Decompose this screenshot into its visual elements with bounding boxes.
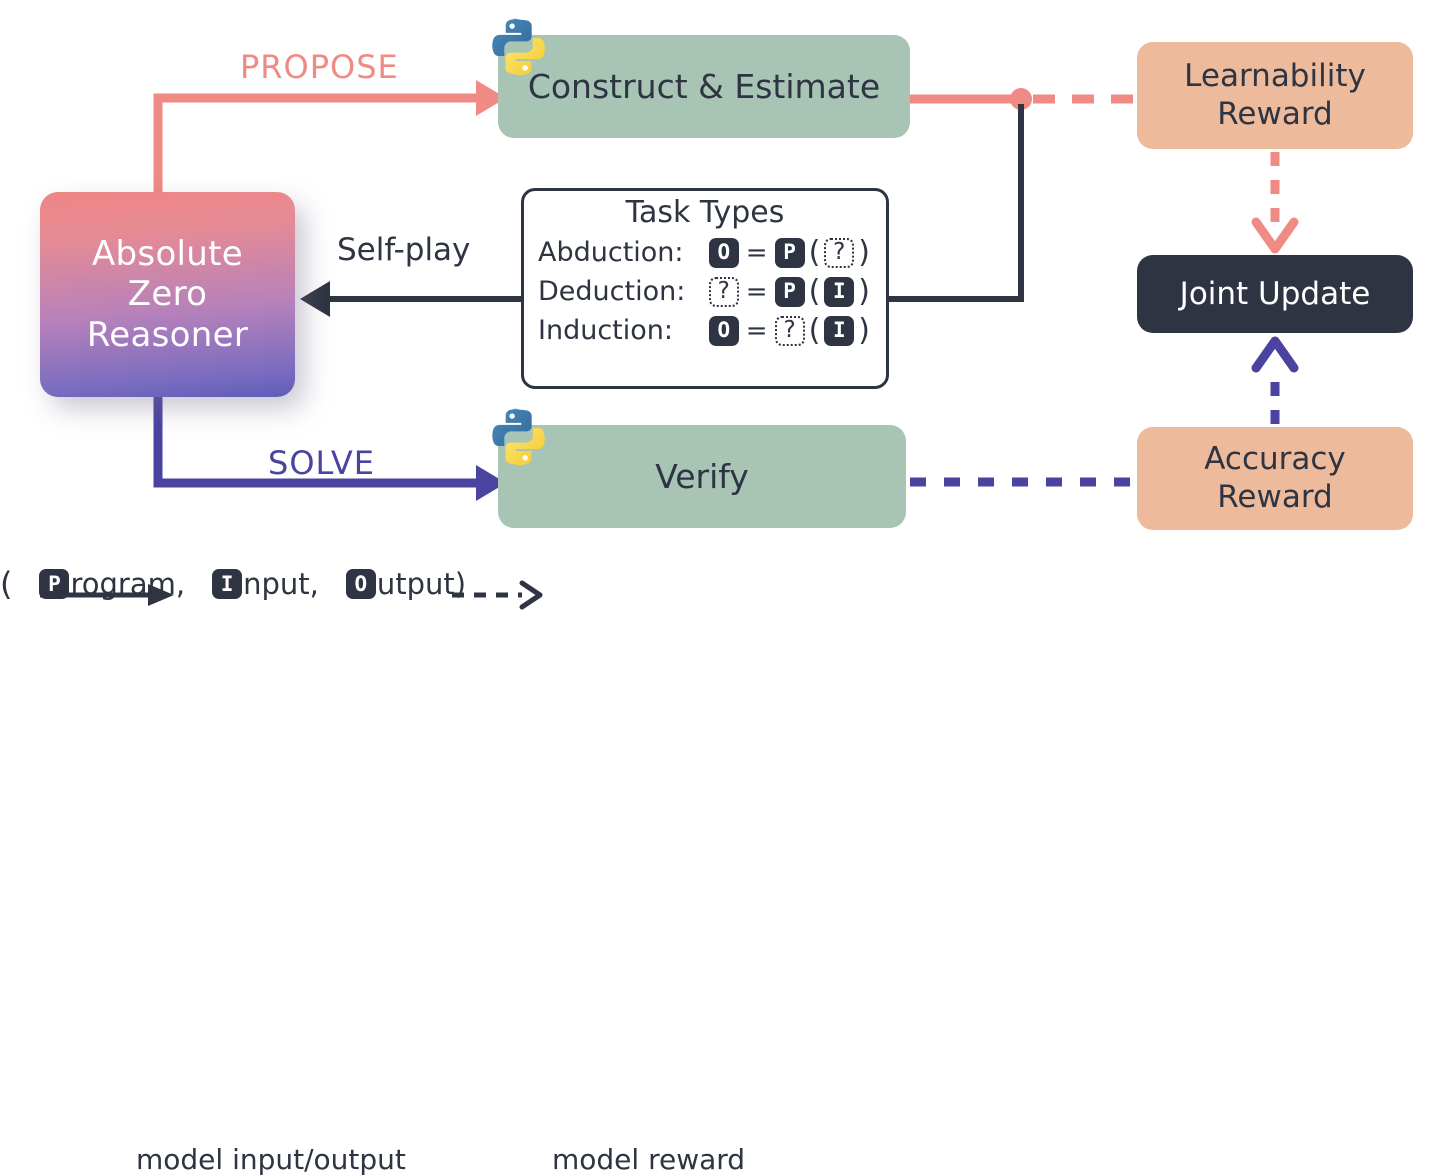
task-row-induction-label: Induction: (538, 315, 673, 346)
diagram-canvas: Absolute Zero Reasoner Construct & Estim… (0, 18, 1456, 1176)
propose-edge (153, 80, 506, 196)
accuracy-line-2: Reward (1217, 478, 1333, 515)
close-paren: ) (858, 312, 870, 348)
panel-task-types: Task Types Abduction: O = P ( ? ) Deduct… (521, 188, 889, 389)
reasoner-line-3: Reasoner (86, 314, 249, 355)
legend: model input/output model reward ( P rogr… (0, 565, 1456, 1176)
equals-sign: = (745, 237, 768, 268)
token-output: O (345, 569, 376, 599)
legend-label-model-io: model input/output (136, 1143, 406, 1176)
token-unknown: ? (824, 237, 855, 268)
edge-label-solve: SOLVE (268, 444, 375, 482)
node-verify[interactable]: Verify (498, 425, 906, 528)
open-paren: ( (808, 273, 821, 309)
reasoner-line-2: Zero (127, 274, 208, 315)
node-joint-update[interactable]: Joint Update (1137, 255, 1413, 333)
learnability-pink-edge (910, 88, 1137, 110)
legend-input-text: nput, (243, 567, 319, 601)
token-output: O (708, 237, 739, 268)
task-feedback-edge (889, 104, 1024, 302)
equals-sign: = (745, 276, 768, 307)
learnability-to-update-edge (1251, 152, 1299, 254)
construct-label: Construct & Estimate (527, 67, 881, 106)
python-logo-icon (492, 408, 545, 466)
node-absolute-zero-reasoner[interactable]: Absolute Zero Reasoner (40, 192, 295, 397)
task-types-title: Task Types (625, 195, 785, 230)
learnability-line-2: Reward (1217, 95, 1333, 132)
task-row-deduction-label: Deduction: (538, 276, 686, 307)
close-paren: ) (858, 273, 870, 309)
reasoner-line-1: Absolute (91, 234, 243, 275)
legend-label-model-reward: model reward (552, 1143, 746, 1176)
token-input: I (824, 315, 855, 346)
legend-open-paren: ( (0, 565, 13, 603)
legend-tuple: ( P rogram, I nput, O utput) (0, 565, 1456, 603)
equals-sign: = (745, 315, 768, 346)
task-row-abduction: Abduction: O = P ( ? ) (538, 234, 872, 270)
task-row-induction: Induction: O = ? ( I ) (538, 312, 872, 348)
token-output: O (708, 315, 739, 346)
token-program: P (774, 237, 805, 268)
node-accuracy-reward[interactable]: Accuracy Reward (1137, 427, 1413, 530)
accuracy-to-update-edge (1251, 336, 1299, 424)
python-logo-icon (492, 18, 545, 76)
edge-label-self-play: Self-play (337, 232, 471, 268)
learnability-line-1: Learnability (1184, 58, 1366, 95)
open-paren: ( (808, 312, 821, 348)
token-unknown: ? (708, 276, 739, 307)
verify-label: Verify (655, 457, 749, 496)
token-unknown: ? (774, 315, 805, 346)
legend-output-text: utput) (376, 567, 467, 601)
token-program: P (774, 276, 805, 307)
open-paren: ( (808, 234, 821, 270)
accuracy-line-1: Accuracy (1204, 441, 1346, 478)
token-program: P (39, 569, 70, 599)
legend-program-text: rogram, (70, 567, 186, 601)
token-input: I (212, 569, 243, 599)
task-row-deduction: Deduction: ? = P ( I ) (538, 273, 872, 309)
node-learnability-reward[interactable]: Learnability Reward (1137, 42, 1413, 149)
token-input: I (824, 276, 855, 307)
task-row-abduction-label: Abduction: (538, 237, 684, 268)
selfplay-edge (300, 281, 521, 317)
close-paren: ) (858, 234, 870, 270)
edge-label-propose: PROPOSE (240, 48, 399, 86)
joint-update-label: Joint Update (1179, 276, 1371, 312)
node-construct-and-estimate[interactable]: Construct & Estimate (498, 35, 910, 138)
